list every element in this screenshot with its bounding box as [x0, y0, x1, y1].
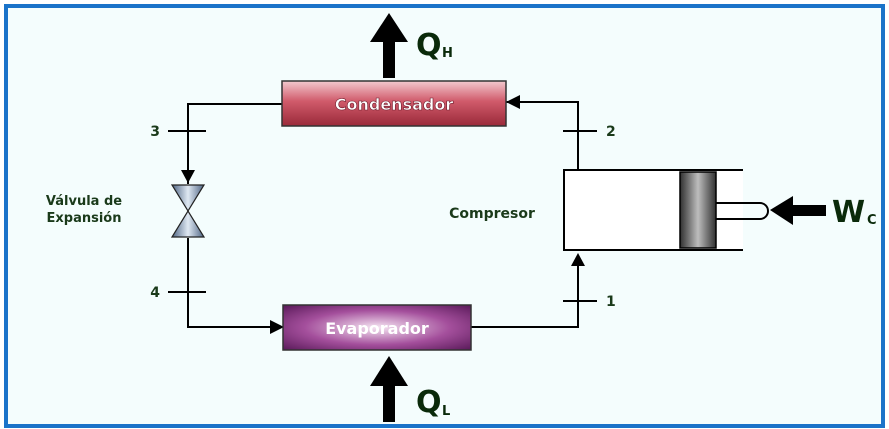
piston-icon — [679, 171, 717, 249]
piping — [168, 101, 597, 328]
state-1-label: 1 — [606, 294, 616, 310]
state-3-label: 3 — [150, 124, 160, 140]
diagram-frame — [4, 4, 885, 428]
evaporator-label: Evaporador — [325, 319, 429, 338]
flow-arrow-right-icon — [270, 320, 284, 334]
state-4-label: 4 — [150, 285, 160, 301]
expansion-valve-icon — [170, 184, 206, 238]
compressor-icon — [563, 169, 769, 251]
heat-in-arrow-icon — [370, 356, 408, 422]
flow-arrow-left-icon — [506, 95, 520, 109]
wc-symbol: W — [832, 195, 865, 230]
condenser-box — [281, 80, 507, 127]
state-2-label: 2 — [606, 124, 616, 140]
qh-symbol: Q — [416, 28, 442, 63]
ql-symbol: Q — [416, 385, 442, 420]
pipe-valve-to-evaporator — [187, 238, 283, 328]
wc-subscript: C — [867, 213, 877, 228]
pipe-evaporator-to-compressor — [471, 256, 579, 328]
heat-out-arrow-icon — [370, 13, 408, 78]
flow-arrow-up-icon — [571, 253, 585, 266]
pipe-condenser-to-valve — [187, 103, 282, 184]
compressor-label: Compresor — [449, 206, 535, 222]
ql-subscript: L — [442, 404, 450, 419]
flow-arrow-down-icon — [181, 170, 195, 183]
work-in-arrow-icon — [770, 196, 826, 225]
pipe-compressor-to-condenser — [506, 101, 579, 170]
condenser-label: Condensador — [335, 95, 454, 114]
valve-label-line1: Válvula de — [46, 194, 122, 209]
piston-rod-icon — [716, 202, 769, 220]
evaporator-box — [282, 304, 472, 351]
valve-label-line2: Expansión — [47, 211, 122, 226]
qh-subscript: H — [442, 46, 453, 61]
flow-arrows — [181, 95, 585, 334]
